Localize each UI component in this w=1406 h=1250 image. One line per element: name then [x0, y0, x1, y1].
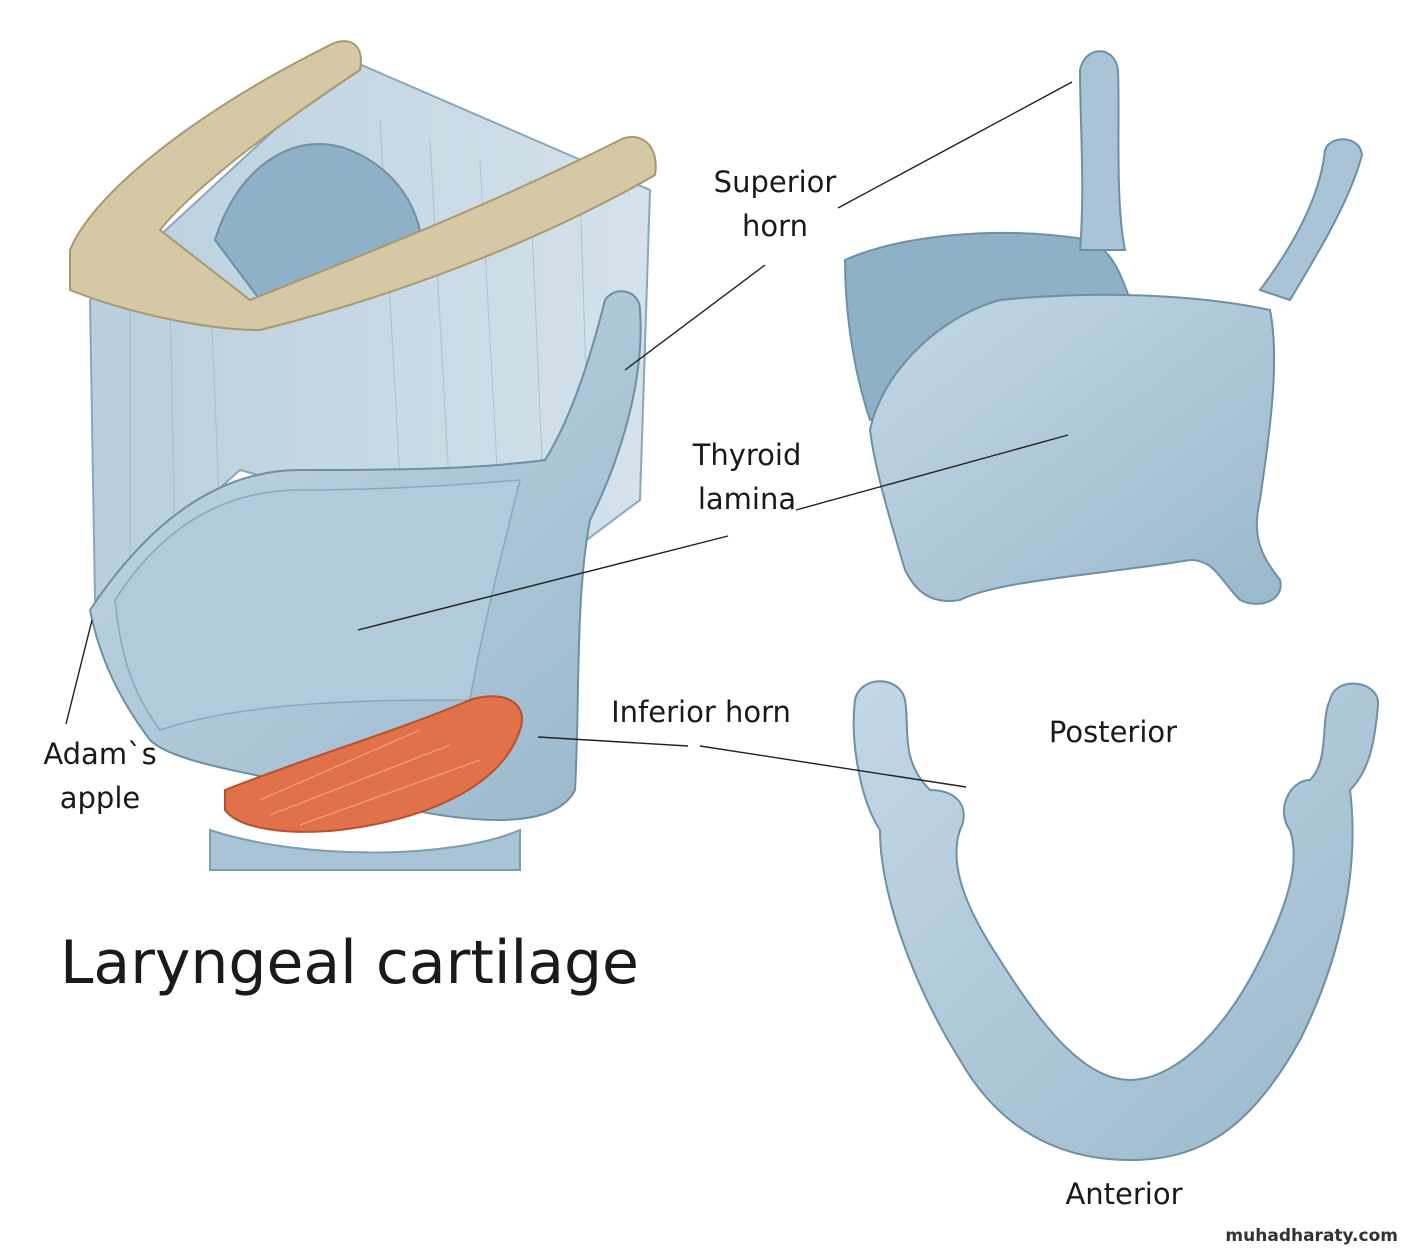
cricoid-cartilage — [209, 828, 521, 871]
watermark: muhadharaty.com — [1225, 1226, 1398, 1246]
anterior-lamina — [868, 293, 1282, 605]
label-adams-apple: Adam`s apple — [43, 737, 157, 815]
diagram-title: Laryngeal cartilage — [60, 928, 639, 998]
label-superior-horn: Superior horn — [713, 165, 837, 243]
larynx-illustration — [69, 40, 657, 871]
leader-adams-apple — [65, 619, 93, 725]
superior-horn-right — [1258, 138, 1364, 302]
superior-horn-left — [1078, 50, 1127, 251]
label-anterior: Anterior — [1065, 1177, 1183, 1211]
label-thyroid-lamina: Thyroid lamina — [692, 438, 802, 516]
hyoid-bone — [69, 40, 657, 332]
cricothyroid-muscle — [224, 695, 523, 833]
thyroid-cartilage-superior-view — [852, 680, 1380, 1162]
label-inferior-horn: Inferior horn — [611, 695, 791, 729]
leader-inferior-horn-right — [699, 745, 967, 788]
leader-superior-horn-right — [837, 81, 1073, 209]
leader-inferior-horn-left — [537, 736, 689, 747]
thyroid-cartilage-isolated — [843, 50, 1364, 605]
leader-superior-horn-left — [624, 264, 766, 371]
ring-cartilage — [852, 680, 1380, 1162]
leader-thyroid-lamina-right — [795, 434, 1069, 511]
leader-lines — [65, 81, 1073, 788]
leader-thyroid-lamina-left — [357, 535, 729, 631]
label-posterior: Posterior — [1048, 715, 1178, 749]
